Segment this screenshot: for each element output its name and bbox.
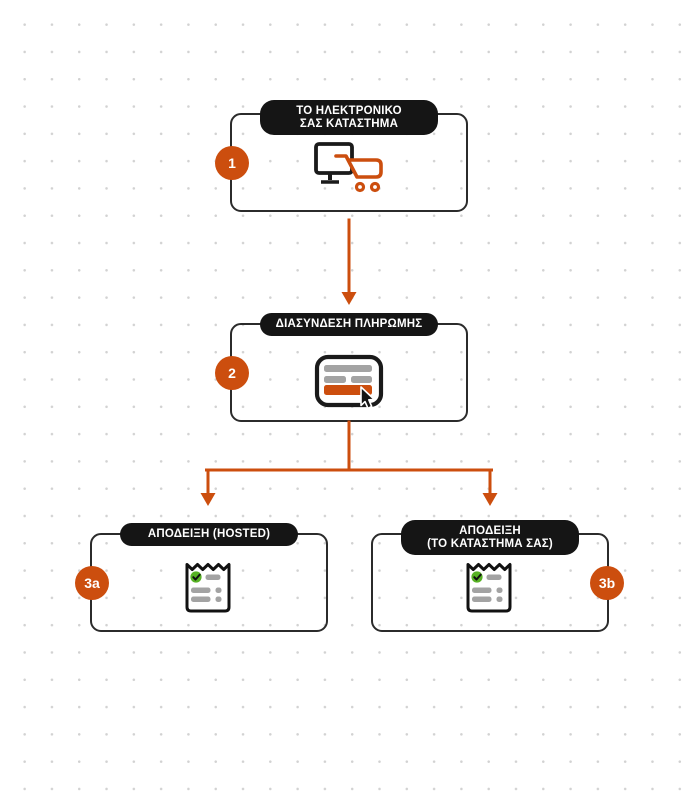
step-1-label-line2: ΣΑΣ ΚΑΤΑΣΤΗΜΑ bbox=[299, 117, 399, 130]
step-2-label-line1: ΔΙΑΣΥΝΔΕΣΗ ΠΛΗΡΩΜΗΣ bbox=[275, 318, 423, 330]
step-3a-label: ΑΠΟΔΕΙΞΗ (HOSTED) bbox=[120, 523, 298, 546]
step-2-box: ΔΙΑΣΥΝΔΕΣΗ ΠΛΗΡΩΜΗΣ 2 bbox=[215, 313, 468, 422]
cursor-icon bbox=[360, 386, 376, 410]
step-1-label-line1: ΤΟ ΗΛΕΚΤΡΟΝΙΚΟ bbox=[296, 105, 402, 117]
receipt-check-icon bbox=[466, 563, 512, 613]
check-circle bbox=[471, 571, 483, 583]
step-2-label: ΔΙΑΣΥΝΔΕΣΗ ΠΛΗΡΩΜΗΣ bbox=[260, 313, 438, 336]
step-3b-box: ΑΠΟΔΕΙΞΗ (ΤΟ ΚΑΤΑΣΤΗΜΑ ΣΑΣ) 3b bbox=[371, 520, 624, 632]
step-3b-label-line1: ΑΠΟΔΕΙΞΗ bbox=[459, 525, 521, 537]
step-1-box: ΤΟ ΗΛΕΚΤΡΟΝΙΚΟ ΣΑΣ ΚΑΤΑΣΤΗΜΑ 1 bbox=[215, 100, 468, 212]
monitor-cart-icon bbox=[314, 142, 383, 193]
arrowhead-step3b bbox=[482, 493, 498, 506]
step-3a-badge: 3a bbox=[75, 565, 109, 600]
step-2-badge: 2 bbox=[215, 355, 249, 390]
step-3a-label-line1: ΑΠΟΔΕΙΞΗ (HOSTED) bbox=[147, 528, 271, 540]
step-3b-badge: 3b bbox=[590, 565, 624, 600]
step-3a-box: ΑΠΟΔΕΙΞΗ (HOSTED) 3a bbox=[75, 523, 328, 632]
step-1-badge: 1 bbox=[215, 145, 249, 180]
receipt-check-icon bbox=[185, 563, 231, 613]
payment-form-cursor-icon bbox=[314, 354, 384, 410]
step-1-label: ΤΟ ΗΛΕΚΤΡΟΝΙΚΟ ΣΑΣ ΚΑΤΑΣΤΗΜΑ bbox=[260, 100, 438, 135]
check-circle bbox=[190, 571, 202, 583]
arrowhead-step2 bbox=[341, 292, 357, 305]
arrowhead-step3a bbox=[200, 493, 216, 506]
step-3b-label-line2: (ΤΟ ΚΑΤΑΣΤΗΜΑ ΣΑΣ) bbox=[427, 537, 553, 550]
step-3b-label: ΑΠΟΔΕΙΞΗ (ΤΟ ΚΑΤΑΣΤΗΜΑ ΣΑΣ) bbox=[401, 520, 579, 555]
